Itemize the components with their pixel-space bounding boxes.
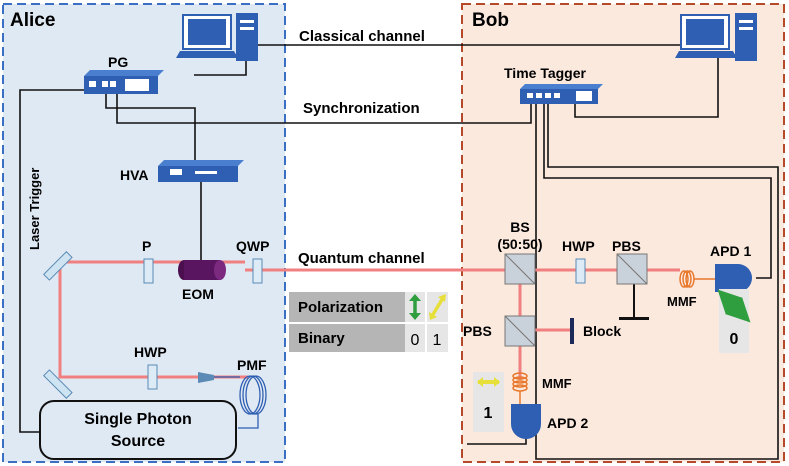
- pg-label: PG: [108, 54, 128, 70]
- hva-label: HVA: [120, 167, 149, 183]
- apd-2-icon: [511, 404, 541, 439]
- pbs-top-icon: [616, 253, 648, 285]
- diagonal-arrow-icon: [429, 294, 446, 320]
- alice-computer-icon: [176, 13, 258, 61]
- mirror-bottom-left: [43, 369, 73, 399]
- time-tagger-icon: [520, 84, 603, 104]
- qwp-plate: [252, 258, 263, 284]
- table-polarization-label: Polarization: [298, 299, 383, 316]
- mmf-1-label: MMF: [667, 294, 697, 309]
- alice-hwp-label: HWP: [134, 344, 167, 360]
- pbs-left-label: PBS: [463, 323, 492, 339]
- p-label: P: [142, 238, 151, 254]
- encoding-table: Polarization Binary 0 1: [289, 292, 448, 352]
- bob-hwp-plate: [575, 258, 586, 284]
- block-icon: [570, 318, 574, 344]
- bob-title: Bob: [472, 10, 509, 31]
- block-top-icon: [619, 317, 649, 320]
- source-line2: Source: [111, 433, 165, 450]
- mirror-top-left: [43, 251, 73, 281]
- qwp-label: QWP: [236, 238, 269, 254]
- alice-beam-path: [58, 260, 248, 379]
- quantum-channel-label: Quantum channel: [298, 250, 425, 267]
- bs-ratio-label: (50:50): [497, 236, 542, 252]
- mmf-2-label: MMF: [542, 376, 572, 391]
- sync-label: Synchronization: [303, 100, 420, 117]
- source-line1: Single Photon: [84, 411, 192, 428]
- table-bit-a: 0: [411, 332, 420, 349]
- alice-hwp-plate: [147, 364, 158, 390]
- mmf-coil-2-icon: [512, 372, 528, 404]
- apd-1-bit-box: 0: [717, 289, 751, 353]
- laser-trigger-label: Laser Trigger: [27, 168, 42, 250]
- apd-2-bit: 1: [484, 405, 493, 422]
- bs-label: BS: [510, 219, 529, 235]
- table-bit-b: 1: [433, 332, 442, 349]
- block-label: Block: [583, 323, 621, 339]
- bob-computer-icon: [675, 13, 757, 61]
- single-photon-source-box: [39, 400, 237, 460]
- alice-title: Alice: [10, 10, 55, 31]
- pbs-left-icon: [504, 315, 536, 347]
- pmf-coil-icon: [214, 375, 267, 429]
- beam-splitter-icon: [504, 253, 536, 285]
- mmf-coil-1-icon: [679, 270, 715, 288]
- apd-2-label: APD 2: [547, 415, 588, 431]
- apd-1-label: APD 1: [710, 243, 751, 259]
- eom-label: EOM: [182, 286, 214, 302]
- vertical-arrow-icon: [409, 294, 421, 320]
- time-tagger-label: Time Tagger: [504, 65, 587, 81]
- apd-2-bit-box: 1: [473, 372, 504, 432]
- apd-1-icon: [715, 264, 752, 292]
- eom-icon: [178, 260, 226, 280]
- hva-device-icon: [158, 160, 244, 182]
- apd-1-bit: 0: [730, 331, 739, 348]
- pulse-generator-icon: [84, 70, 164, 94]
- bob-hwp-label: HWP: [562, 238, 595, 254]
- polarizer-p: [143, 258, 154, 284]
- pmf-coupler-icon: [198, 372, 214, 383]
- pbs-top-label: PBS: [612, 238, 641, 254]
- pmf-label: PMF: [237, 357, 267, 373]
- table-binary-label: Binary: [298, 330, 345, 347]
- classical-channel-label: Classical channel: [299, 28, 425, 45]
